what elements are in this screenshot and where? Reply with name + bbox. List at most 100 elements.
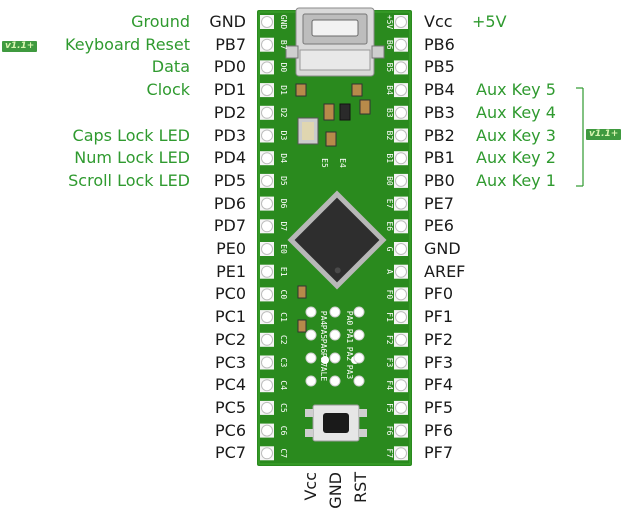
silk-misc-label: E5 (320, 158, 329, 168)
inner-pad (353, 306, 365, 318)
pad-left-hole (261, 379, 273, 392)
pad-left-hole (261, 16, 273, 28)
silk-right-label: F1 (385, 312, 394, 322)
pin-label-pf5: PF5 (424, 397, 454, 417)
pin-label-pf1: PF1 (424, 307, 454, 327)
pad-left-hole (261, 447, 273, 460)
silk-left-label: D2 (279, 108, 288, 118)
pin-label-pc4: PC4 (215, 375, 246, 395)
pad-right-hole (395, 152, 407, 165)
pad-right-hole (395, 447, 407, 460)
silk-inner-label: PA0 (345, 311, 354, 326)
pin-label-pf0: PF0 (424, 284, 454, 304)
silk-left-label: C7 (279, 448, 288, 458)
pin-label-pd1: PD1 (213, 80, 246, 100)
inner-pad (329, 306, 341, 318)
pad-left-hole (261, 311, 273, 324)
silk-right-label: B0 (385, 176, 394, 186)
silk-right-label: B1 (385, 153, 394, 163)
pad-left-hole (261, 424, 273, 437)
pin-label-pc7: PC7 (215, 443, 246, 463)
silk-right-label: B2 (385, 131, 394, 141)
silk-right-label: B4 (385, 85, 394, 95)
silk-right-label: F5 (385, 403, 394, 413)
pin-label-pe6: PE6 (424, 216, 454, 236)
pin-label-pf6: PF6 (424, 420, 454, 440)
version-badge-keyboard-reset: v1.1+ (2, 41, 38, 52)
silk-left-label: GND (279, 15, 288, 30)
pad-right-hole (395, 61, 407, 74)
silk-left-label: C4 (279, 380, 288, 390)
silkscreen-labels: GNDB7D0D1D2D3D4D5D6D7E0E1C0C1C2C3C4C5C6C… (279, 15, 394, 459)
pin-label-pd0: PD0 (213, 57, 246, 77)
function-label: Num Lock LED (74, 148, 190, 168)
inner-pads (305, 306, 365, 387)
inner-pad (329, 329, 341, 341)
pad-left-hole (261, 38, 273, 51)
silk-left-label: E1 (279, 267, 288, 277)
silk-right-label: E7 (385, 199, 394, 209)
pad-right-hole (395, 84, 407, 97)
silk-left-label: B7 (279, 40, 288, 50)
function-label: Data (151, 57, 190, 77)
function-label: Scroll Lock LED (68, 170, 190, 190)
inner-pad (329, 375, 341, 387)
silk-right-label: +5V (385, 15, 394, 30)
silk-right-label: B5 (385, 63, 394, 73)
pad-right-hole (395, 424, 407, 437)
pin-label-pd2: PD2 (213, 102, 246, 122)
silk-right-label: F3 (385, 358, 394, 368)
silk-inner-label: ALE (319, 367, 328, 382)
function-label: Aux Key 2 (476, 148, 556, 168)
silk-left-label: D3 (279, 131, 288, 141)
pin-label-pf4: PF4 (424, 375, 454, 395)
pad-right-hole (395, 265, 407, 278)
pin-label-gnd: GND (209, 12, 246, 31)
silk-right-label: F0 (385, 290, 394, 300)
silk-left-label: D5 (279, 176, 288, 186)
silk-left-label: C3 (279, 358, 288, 368)
pin-label-pb3: PB3 (424, 102, 455, 122)
function-label: Clock (146, 80, 190, 100)
pin-label-pf2: PF2 (424, 329, 454, 349)
silk-right-label: A (385, 269, 394, 274)
pin-label-pb0: PB0 (424, 170, 455, 190)
pin-label-pc3: PC3 (215, 352, 246, 372)
pin-label-pc6: PC6 (215, 420, 246, 440)
pad-left-hole (261, 356, 273, 369)
pad-right-hole (395, 288, 407, 301)
inner-pad (305, 329, 317, 341)
inner-pad (305, 352, 317, 364)
pad-right-hole (395, 401, 407, 414)
pin-label-pc5: PC5 (215, 397, 246, 417)
inner-pad (329, 352, 341, 364)
pad-right-hole (395, 106, 407, 119)
pad-left-hole (261, 265, 273, 278)
silk-left-label: D4 (279, 153, 288, 163)
function-label: Ground (131, 12, 190, 31)
silk-right-label: F6 (385, 426, 394, 436)
pad-left-hole (261, 333, 273, 346)
pin-label-pb2: PB2 (424, 125, 455, 145)
pad-left-hole (261, 401, 273, 414)
inner-pad (353, 352, 365, 364)
silk-left-label: D6 (279, 199, 288, 209)
pad-right-hole (395, 333, 407, 346)
usb-connector (285, 7, 385, 77)
silk-right-label: E6 (385, 221, 394, 231)
inner-pad (305, 375, 317, 387)
function-label: Aux Key 5 (476, 80, 556, 100)
pin-label-pb6: PB6 (424, 34, 455, 54)
pin-label-pe0: PE0 (216, 239, 246, 258)
pad-left-hole (261, 129, 273, 142)
pad-left-hole (261, 220, 273, 233)
pad-right-hole (395, 129, 407, 142)
pin-label-vcc: Vcc (424, 12, 453, 31)
bottom-pin-rst: RST (351, 472, 370, 504)
function-label: +5V (472, 12, 507, 31)
pad-left-hole (261, 84, 273, 97)
silk-left-label: E0 (279, 244, 288, 254)
pin-label-pf7: PF7 (424, 443, 454, 463)
function-label: Aux Key 4 (476, 102, 556, 122)
silk-right-label: F4 (385, 380, 394, 390)
